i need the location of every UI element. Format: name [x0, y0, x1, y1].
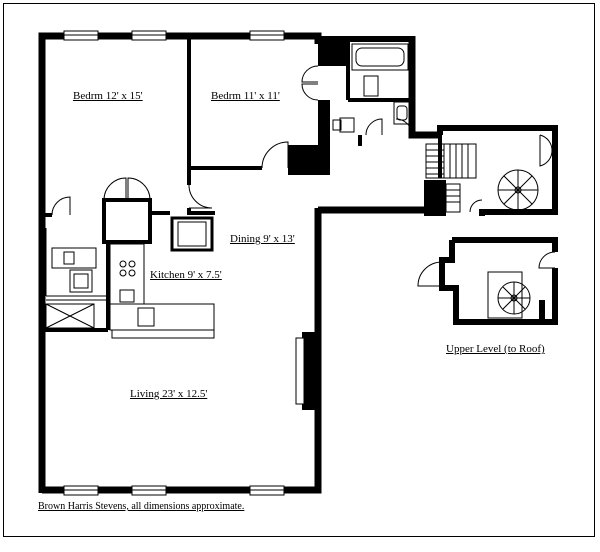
- dining-label: Dining 9' x 13': [230, 233, 295, 245]
- kitchen-fixtures: [45, 228, 215, 339]
- fireplace: [295, 332, 318, 410]
- bedroom-2-label: Bedrm 11' x 11': [211, 90, 280, 102]
- kitchen-label: Kitchen 9' x 7.5': [150, 269, 222, 281]
- windows: [63, 30, 285, 496]
- exterior-walls: [38, 32, 440, 494]
- footer-note: Brown Harris Stevens, all dimensions app…: [38, 501, 245, 512]
- living-label: Living 23' x 12.5': [130, 388, 208, 400]
- stair-hall: [424, 125, 558, 216]
- bedroom-1-label: Bedrm 12' x 15': [73, 90, 143, 102]
- upper-level-label: Upper Level (to Roof): [446, 343, 545, 355]
- interior-walls: [42, 38, 412, 332]
- bath-fixtures: [332, 43, 411, 133]
- upper-level-plan: [417, 237, 558, 325]
